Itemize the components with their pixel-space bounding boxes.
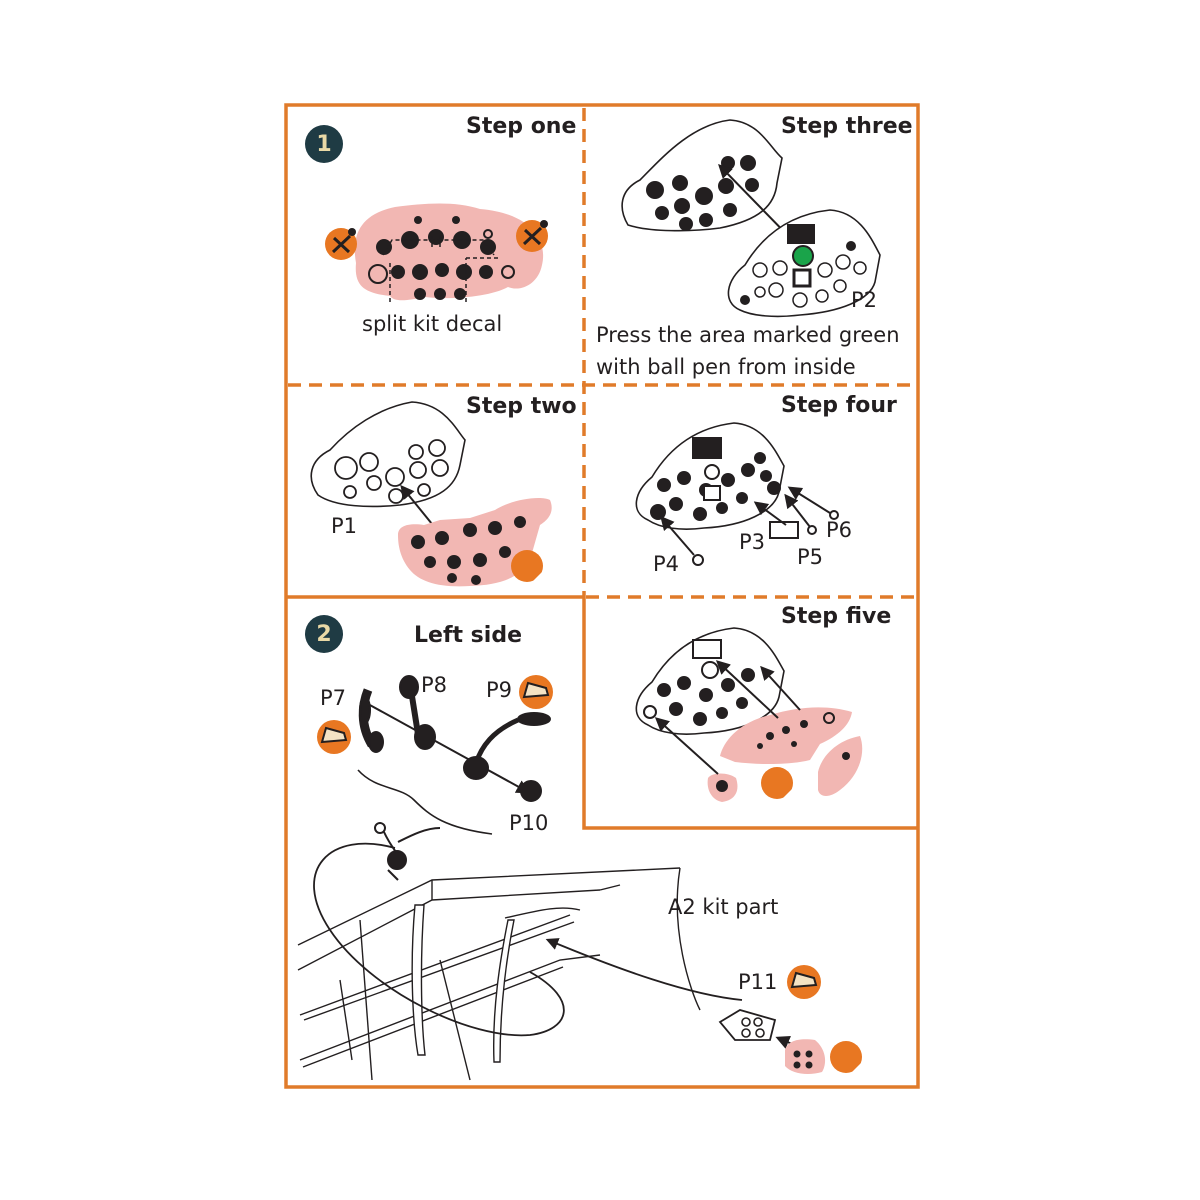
step-three-note-line2: with ball pen from inside xyxy=(596,355,856,379)
step-two-panel-p1 xyxy=(310,401,466,508)
part-label-p7: P7 xyxy=(320,686,347,710)
step-dividers xyxy=(288,108,916,599)
left-side-levers xyxy=(357,675,551,835)
section-2-badge: 2 xyxy=(305,615,343,653)
callout-loops xyxy=(313,842,743,1037)
kit-part-label: A2 kit part xyxy=(668,895,779,919)
part-label-p4: P4 xyxy=(653,552,680,576)
decal-sheet-1-icon xyxy=(761,767,793,799)
step-five-panel xyxy=(635,627,785,735)
step-four-panel xyxy=(635,422,785,530)
step-three-panel-outline xyxy=(621,119,783,232)
left-side-title: Left side xyxy=(414,623,522,648)
step-five-title: Step five xyxy=(781,604,892,629)
throttle-detail xyxy=(374,822,441,881)
decal-sheet-1-icon xyxy=(511,550,543,582)
step-one-decal xyxy=(354,203,544,302)
part-label-p3: P3 xyxy=(739,530,766,554)
part-label-p10: P10 xyxy=(509,811,549,835)
p11-part xyxy=(718,1009,826,1074)
step-five-decal xyxy=(707,707,863,802)
part-label-p6: P6 xyxy=(826,518,853,542)
cockpit-side-wall xyxy=(297,867,701,1081)
step-three-note-line1: Press the area marked green xyxy=(596,323,900,347)
step-four-parts xyxy=(660,486,839,566)
step-one-note: split kit decal xyxy=(362,312,503,336)
step-three-title: Step three xyxy=(781,114,913,139)
step-three-panel-p2 xyxy=(727,209,881,318)
step-four-title: Step four xyxy=(781,393,897,418)
scissors-icon xyxy=(325,220,548,260)
decal-sheet-1-icon xyxy=(830,1041,862,1073)
step-two-title: Step two xyxy=(466,394,577,419)
frame xyxy=(284,103,920,1089)
part-label-p2: P2 xyxy=(851,288,878,312)
part-label-p9: P9 xyxy=(486,678,513,702)
step-one-title: Step one xyxy=(466,114,577,139)
section-1-badge: 1 xyxy=(305,125,343,163)
part-label-p1: P1 xyxy=(331,514,358,538)
photo-etch-part-icon xyxy=(317,675,821,999)
part-label-p11: P11 xyxy=(738,970,778,994)
part-label-p8: P8 xyxy=(421,673,448,697)
step-five-arrows xyxy=(654,660,801,775)
part-label-p5: P5 xyxy=(797,545,824,569)
